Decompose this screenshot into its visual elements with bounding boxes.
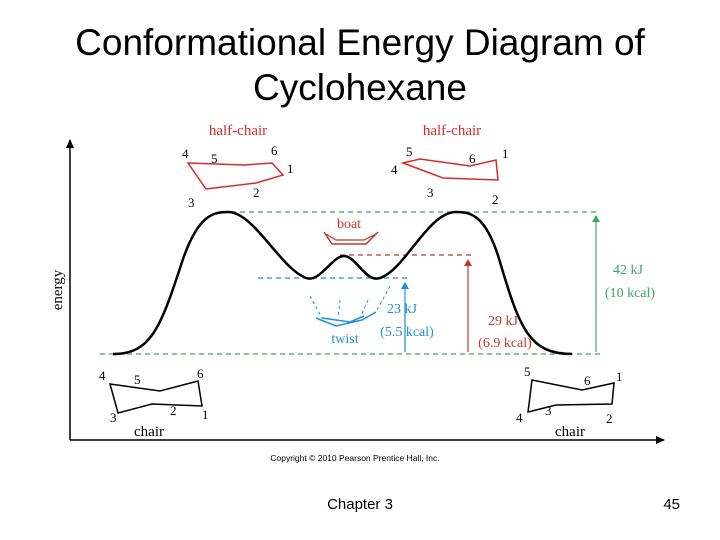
atom-number: 1 bbox=[616, 369, 623, 384]
atom-number: 1 bbox=[502, 146, 509, 161]
slide-title-line-2: Cyclohexane bbox=[253, 67, 467, 108]
chair-right-label: chair bbox=[555, 424, 585, 440]
twist-energy-kj: 23 kJ bbox=[387, 302, 418, 317]
atom-number: 4 bbox=[391, 162, 398, 177]
y-axis-label: energy bbox=[50, 269, 66, 310]
page-number: 45 bbox=[663, 496, 680, 513]
atom-number: 4 bbox=[182, 146, 189, 161]
twist-energy-kcal: (5.5 kcal) bbox=[380, 325, 434, 340]
boat-label: boat bbox=[337, 217, 361, 232]
barrier-total-kj: 42 kJ bbox=[613, 263, 644, 278]
atom-number: 5 bbox=[134, 372, 141, 387]
half-chair-left: half-chair 4 5 6 1 2 3 bbox=[182, 123, 294, 210]
boat-ring bbox=[323, 231, 379, 245]
atom-number: 6 bbox=[271, 143, 278, 158]
barrier-total-kcal: (10 kcal) bbox=[605, 286, 655, 301]
atom-number: 6 bbox=[584, 373, 591, 388]
atom-number: 5 bbox=[211, 151, 218, 166]
boat-energy-kcal: (6.9 kcal) bbox=[478, 336, 532, 351]
half-chair-left-label: half-chair bbox=[209, 123, 267, 139]
chair-left-ring bbox=[108, 380, 203, 414]
atom-number: 3 bbox=[427, 185, 434, 200]
footer-chapter: Chapter 3 bbox=[327, 496, 393, 513]
atom-number: 3 bbox=[545, 403, 552, 418]
half-chair-right: half-chair 5 6 1 4 3 2 bbox=[391, 123, 509, 207]
atom-number: 4 bbox=[99, 368, 106, 383]
twist-label: twist bbox=[331, 332, 358, 347]
chair-right: 5 6 1 4 3 2 chair bbox=[516, 364, 623, 440]
atom-number: 4 bbox=[516, 410, 523, 425]
atom-number: 6 bbox=[469, 151, 476, 166]
half-chair-left-ring bbox=[186, 162, 285, 190]
atom-number: 2 bbox=[170, 403, 177, 418]
slide-title-line-1: Conformational Energy Diagram of bbox=[75, 22, 645, 63]
chair-right-ring bbox=[527, 379, 615, 413]
boat-energy-kj: 29 kJ bbox=[488, 314, 519, 329]
boat-structure: boat bbox=[323, 217, 379, 245]
atom-number: 5 bbox=[406, 144, 413, 159]
chair-left-label: chair bbox=[134, 424, 164, 440]
twist-structure: twist bbox=[309, 285, 391, 347]
energy-curve bbox=[112, 210, 573, 356]
twist-pointer bbox=[309, 285, 391, 319]
atom-number: 2 bbox=[606, 411, 613, 426]
atom-number: 1 bbox=[202, 407, 209, 422]
slide-title: Conformational Energy Diagram of Cyclohe… bbox=[0, 20, 720, 110]
atom-number: 6 bbox=[197, 366, 204, 381]
half-chair-right-label: half-chair bbox=[423, 123, 481, 139]
atom-number: 3 bbox=[188, 195, 195, 210]
atom-number: 3 bbox=[110, 410, 117, 425]
copyright-notice: Copyright © 2010 Pearson Prentice Hall, … bbox=[270, 453, 439, 463]
twist-ring bbox=[315, 311, 377, 327]
half-chair-right-ring bbox=[400, 158, 499, 181]
atom-number: 2 bbox=[492, 192, 499, 207]
atom-number: 5 bbox=[524, 364, 531, 379]
atom-number: 2 bbox=[253, 185, 260, 200]
boat-hull bbox=[325, 233, 377, 241]
chair-left: 4 5 6 3 2 1 chair bbox=[99, 366, 209, 440]
atom-number: 1 bbox=[287, 161, 294, 176]
